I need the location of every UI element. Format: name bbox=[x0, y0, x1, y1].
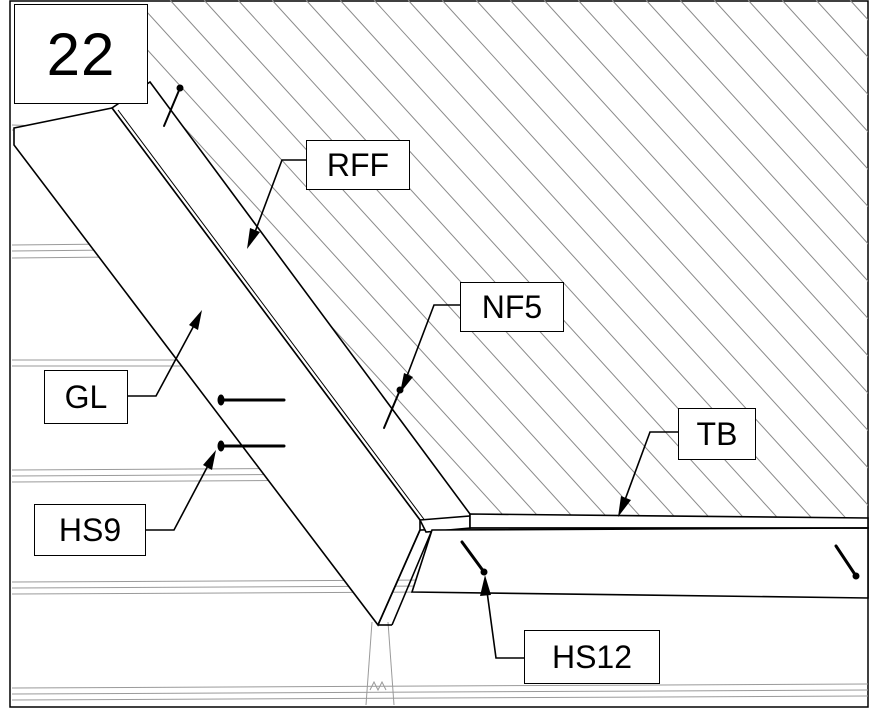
arrowhead-gl bbox=[189, 310, 202, 330]
screw-gl-upper bbox=[217, 394, 286, 406]
label-nf5: NF5 bbox=[460, 282, 564, 332]
nail-rff bbox=[163, 84, 184, 127]
screw-hs9 bbox=[217, 440, 286, 452]
nail-nf5 bbox=[383, 386, 404, 429]
leader-nf5 bbox=[403, 304, 460, 385]
label-hs9: HS9 bbox=[34, 504, 146, 556]
girder-board bbox=[13, 107, 433, 627]
arrowhead-tb bbox=[618, 496, 631, 517]
screw-hs12-left bbox=[460, 540, 488, 576]
arrowhead-rff bbox=[247, 228, 260, 249]
label-hs12: HS12 bbox=[524, 630, 660, 684]
label-rff: RFF bbox=[306, 140, 410, 190]
arrowhead-nf5 bbox=[400, 373, 413, 393]
leader-tb bbox=[621, 431, 678, 509]
label-tb: TB bbox=[678, 408, 756, 460]
arrowhead-hs12 bbox=[480, 575, 491, 596]
top-beam bbox=[410, 513, 869, 599]
outer-frame bbox=[9, 0, 869, 708]
leader-hs12 bbox=[485, 583, 524, 659]
leader-hs9 bbox=[146, 457, 213, 531]
arrowhead-hs9 bbox=[203, 450, 216, 470]
screw-hs12-right bbox=[834, 544, 860, 580]
leader-gl bbox=[128, 317, 199, 397]
leader-rff bbox=[251, 159, 306, 241]
step-number: 22 bbox=[14, 4, 148, 104]
label-gl: GL bbox=[44, 370, 128, 424]
